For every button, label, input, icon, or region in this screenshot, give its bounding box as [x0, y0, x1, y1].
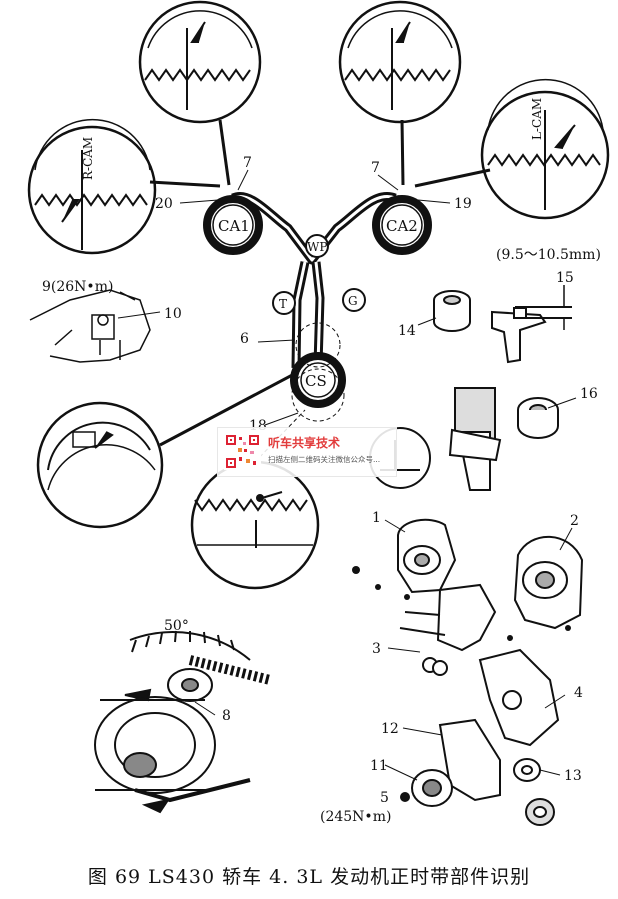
r-cam-label: R-CAM: [81, 137, 95, 180]
angle-label: 50°: [164, 618, 189, 634]
callout-1: 1: [372, 510, 381, 526]
callout-12: 12: [381, 721, 399, 737]
pulley-wp: WP: [305, 234, 329, 258]
mount-bracket-4: [478, 648, 560, 747]
idler-bracket-2: [513, 535, 584, 630]
callout-7-right: 7: [371, 160, 380, 176]
leader-ca1-detail: [218, 119, 231, 186]
detail-r-cam-mark: R-CAM: [27, 118, 157, 255]
figure-caption: 图 69 LS430 轿车 4. 3L 发动机正时带部件识别: [87, 866, 531, 888]
detail-crank-mark-left: [36, 401, 164, 529]
detail-ca2-mark: [338, 0, 462, 124]
detail-crank-mark-bottom: [190, 460, 320, 590]
callout-6: 6: [240, 331, 249, 347]
callout-20: 20: [155, 196, 173, 212]
tensioner-assembly-16: [448, 387, 559, 491]
tensioner-bolt-detail: [29, 289, 151, 363]
tensioner-pushrod-15: [491, 285, 572, 364]
pulley-label-ca1: CA1: [218, 217, 250, 235]
leader-r-cam: [149, 180, 221, 188]
watermark-banner: 听车共享技术 扫描左侧二维码关注微信公众号...: [217, 427, 397, 477]
pulley-ca2: CA2: [372, 195, 432, 255]
callout-16: 16: [580, 386, 598, 402]
pulley-g: G: [342, 288, 366, 312]
callout-15: 15: [556, 270, 574, 286]
small-parts: [352, 566, 571, 802]
leader-ca2-detail: [400, 119, 405, 186]
crank-rotate-detail: [94, 630, 272, 814]
gap-spec-label: (9.5～10.5mm): [496, 247, 601, 263]
watermark-subtitle: 扫描左侧二维码关注微信公众号...: [268, 455, 381, 464]
pulley-label-cs: CS: [305, 372, 327, 390]
callout-14: 14: [398, 323, 416, 339]
callout-2: 2: [570, 513, 579, 529]
cover-bracket-3: [399, 583, 497, 652]
pulley-ca1: CA1: [203, 195, 263, 255]
qr-code-icon: [224, 433, 261, 470]
watermark-title: 听车共享技术: [268, 436, 341, 450]
pulley-cs: CS: [290, 352, 346, 408]
crank-pulley-11: [411, 769, 453, 807]
callout-7-left: 7: [243, 155, 252, 171]
leader-crank-left: [159, 370, 299, 447]
l-cam-label: L-CAM: [530, 98, 544, 140]
idler-bracket-1: [397, 518, 457, 594]
pulley-label-t: T: [279, 297, 287, 311]
callout-3: 3: [372, 641, 381, 657]
callout-11: 11: [370, 758, 388, 774]
callout-8: 8: [222, 708, 231, 724]
washers-13: [513, 758, 555, 826]
detail-ca1-mark: [138, 0, 262, 124]
callout-13: 13: [564, 768, 582, 784]
callout-5: 5: [380, 790, 389, 806]
callout-4: 4: [574, 685, 583, 701]
callout-19: 19: [454, 196, 472, 212]
pulley-label-wp: WP: [307, 240, 327, 254]
leader-l-cam: [414, 168, 491, 188]
torque-5-label: (245N•m): [320, 809, 391, 825]
detail-l-cam-mark: L-CAM: [480, 78, 610, 220]
pulley-t: T: [272, 291, 296, 315]
pulley-label-ca2: CA2: [386, 217, 418, 235]
callout-leaders: [117, 169, 577, 781]
idler-pulley-14: [433, 290, 471, 332]
callout-9-torque: 9(26N•m): [42, 279, 113, 295]
tensioner-outline: [295, 322, 341, 368]
pulley-label-g: G: [348, 294, 358, 308]
crank-mark-outline: [291, 368, 345, 422]
callout-10: 10: [164, 306, 182, 322]
